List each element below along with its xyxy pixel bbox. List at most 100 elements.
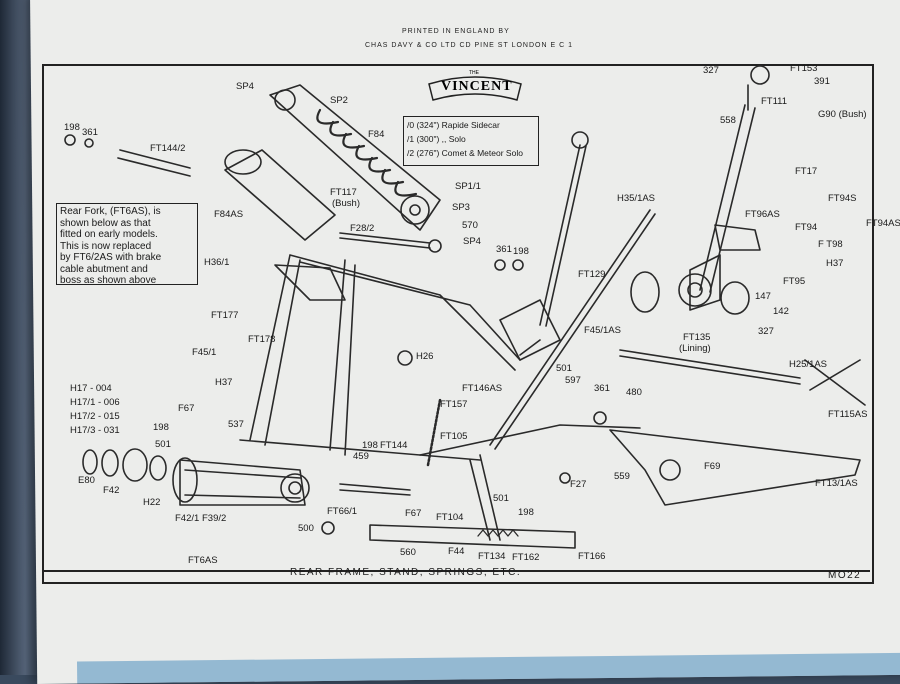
part-label: F69 (704, 461, 721, 472)
part-label: FT94AS (866, 218, 900, 229)
part-label: FT94 (795, 222, 818, 233)
note-line: Rear Fork, (FT6AS), is (60, 206, 161, 217)
part-label: FT96AS (745, 209, 780, 220)
part-label: 391 (814, 76, 830, 87)
part-label: FT104 (436, 512, 464, 523)
spring-spec-box: /0 (324") Rapide Sidecar /1 (300") ,, So… (403, 116, 539, 166)
part-label: 597 (565, 375, 581, 386)
page-code: MO22 (828, 570, 862, 581)
diagram-frame (42, 64, 874, 584)
part-label: FT94S (828, 193, 857, 204)
part-label: 147 (755, 291, 771, 302)
part-label: FT129 (578, 269, 606, 280)
part-label: 198 (362, 440, 378, 451)
part-label: 198 (64, 122, 80, 133)
part-label: H35/1AS (617, 193, 656, 204)
part-label: 142 (773, 306, 789, 317)
note-line: by FT6/2AS with brake (60, 252, 162, 263)
spec-line: /1 (300") ,, Solo (407, 134, 466, 144)
part-label: FT115AS (828, 409, 868, 420)
part-label: FT117 (330, 187, 357, 198)
note-line: shown below as that (60, 217, 151, 229)
part-label: SP1/1 (455, 181, 481, 192)
spindle (619, 349, 801, 385)
part-label: 361 (594, 383, 610, 394)
part-label: 459 (353, 451, 369, 462)
part-label: FT146AS (462, 383, 503, 394)
part-label: FT144 (380, 440, 408, 451)
part-label: 501 (493, 493, 509, 504)
part-label: FT17 (795, 166, 818, 177)
part-label: FT157 (440, 399, 468, 410)
part-label: H17 - 004 (70, 383, 112, 394)
part-label: H17/3 - 031 (70, 425, 120, 436)
part-label: H25/1AS (789, 359, 828, 370)
note-line: This is now replaced (60, 240, 152, 252)
part-label: H37 (215, 377, 233, 388)
stand-plate (369, 524, 576, 549)
part-label: (Lining) (679, 343, 711, 354)
diagram-caption: REAR FRAME, STAND, SPRINGS, ETC. (290, 567, 522, 578)
part-label: F28/2 (350, 223, 375, 234)
part-label: 361 (82, 127, 98, 138)
part-label: FT66/1 (327, 506, 358, 517)
part-label: (Bush) (332, 198, 360, 209)
brake-arm (699, 104, 756, 293)
part-label: FT105 (440, 431, 468, 442)
part-label: FT144/2 (150, 143, 186, 154)
part-label: F84 (368, 129, 385, 140)
part-label: F67 (405, 508, 422, 519)
caption-divider (42, 570, 870, 572)
part-label: 501 (155, 439, 171, 450)
part-label: FT153 (790, 63, 818, 74)
part-label: 560 (400, 547, 416, 558)
printed-line: PRINTED IN ENGLAND BY (402, 28, 510, 35)
spring-unit (269, 84, 441, 231)
stand (339, 483, 411, 496)
part-label: E80 (78, 475, 95, 486)
part-label: SP3 (452, 202, 470, 213)
part-label: F44 (448, 546, 465, 557)
part-label: F45/1AS (584, 325, 621, 336)
part-label: H36/1 (204, 257, 230, 268)
part-label: FT6AS (188, 555, 218, 566)
printer-line: CHAS DAVY & CO LTD CD PINE ST LONDON E C… (365, 42, 573, 49)
part-label: FT166 (578, 551, 606, 562)
part-label: SP4 (236, 81, 254, 92)
note-line: cable abutment and (60, 263, 148, 275)
part-label: 570 (462, 220, 478, 231)
part-label: F T98 (818, 239, 843, 250)
part-label: F27 (570, 479, 587, 490)
part-label: FT95 (783, 276, 806, 287)
part-label: H37 (826, 258, 844, 269)
part-label: F45/1 (192, 347, 217, 358)
part-label: 327 (703, 65, 719, 76)
part-label: FT177 (211, 310, 239, 321)
part-label: F39/2 (202, 513, 227, 524)
part-label: 537 (228, 419, 244, 430)
part-label: 361 (496, 244, 512, 255)
spec-line: /2 (276") Comet & Meteor Solo (407, 148, 523, 158)
rear-fork (179, 459, 306, 506)
damper (224, 149, 336, 241)
part-label: 500 (298, 523, 314, 534)
part-label: 558 (720, 115, 736, 126)
part-label: F42/1 (175, 513, 200, 524)
part-label: H17/2 - 015 (70, 411, 120, 422)
note-line: boss as shown above (60, 275, 157, 286)
part-label: 198 (153, 422, 169, 433)
part-label: H26 (416, 351, 434, 362)
part-label: F42 (103, 485, 120, 496)
logo-top: THE (469, 70, 479, 76)
part-label: 480 (626, 387, 642, 398)
part-label: F67 (178, 403, 195, 414)
part-label: 198 (513, 246, 529, 257)
part-label: H22 (143, 497, 161, 508)
part-label: FT162 (512, 552, 540, 563)
part-label: F84AS (214, 209, 244, 220)
part-label: FT178 (248, 334, 276, 345)
part-label: SP2 (330, 95, 348, 106)
spec-line: /0 (324") Rapide Sidecar (407, 120, 500, 130)
part-label: 327 (758, 326, 774, 337)
